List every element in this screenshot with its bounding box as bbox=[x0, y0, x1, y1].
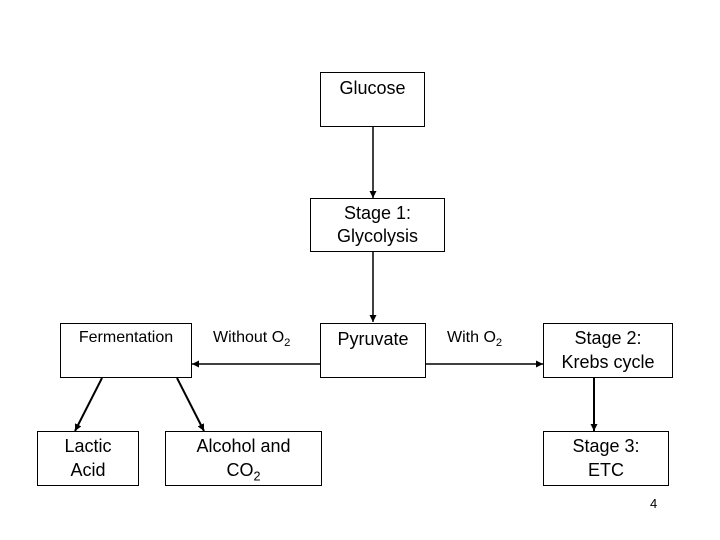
krebs-stage-label: Stage 2: bbox=[574, 328, 642, 349]
glycolysis-label: Glycolysis bbox=[336, 226, 418, 246]
pyruvate-label: Pyruvate bbox=[337, 329, 409, 349]
fermentation-box: Fermentation bbox=[60, 323, 192, 378]
arrow-fermentation-to-alcohol bbox=[176, 377, 205, 432]
glucose-label: Glucose bbox=[339, 78, 406, 98]
with-o2-label: With O2 bbox=[447, 329, 503, 349]
lactic-acid-line2: Acid bbox=[70, 459, 106, 480]
with-o2-subscript: 2 bbox=[495, 336, 503, 349]
with-o2-text: With O bbox=[447, 329, 496, 346]
krebs-label: Krebs cycle bbox=[561, 351, 655, 372]
etc-label: ETC bbox=[588, 459, 624, 480]
alcohol-co2-box: Alcohol and CO2 bbox=[165, 431, 322, 486]
etc-stage-label: Stage 3: bbox=[572, 436, 640, 457]
without-o2-label: Without O2 bbox=[213, 329, 291, 349]
co2-formula: CO bbox=[226, 459, 254, 480]
without-o2-text: Without O bbox=[213, 329, 285, 346]
lactic-acid-box: Lactic Acid bbox=[37, 431, 139, 486]
page-number: 4 bbox=[650, 496, 658, 511]
alcohol-line1: Alcohol and bbox=[196, 436, 291, 457]
lactic-acid-line1: Lactic bbox=[64, 436, 112, 457]
krebs-box: Stage 2: Krebs cycle bbox=[543, 323, 673, 378]
without-o2-subscript: 2 bbox=[284, 336, 291, 349]
etc-box: Stage 3: ETC bbox=[543, 431, 669, 486]
glucose-box: Glucose bbox=[320, 72, 425, 127]
pyruvate-box: Pyruvate bbox=[320, 323, 426, 378]
co2-subscript: 2 bbox=[253, 468, 261, 483]
glycolysis-box: Stage 1: Glycolysis bbox=[310, 198, 445, 252]
arrow-fermentation-to-lactic-acid bbox=[74, 377, 103, 432]
fermentation-label: Fermentation bbox=[78, 329, 174, 346]
alcohol-line2: CO2 bbox=[226, 459, 261, 483]
glycolysis-stage-label: Stage 1: bbox=[343, 202, 412, 223]
